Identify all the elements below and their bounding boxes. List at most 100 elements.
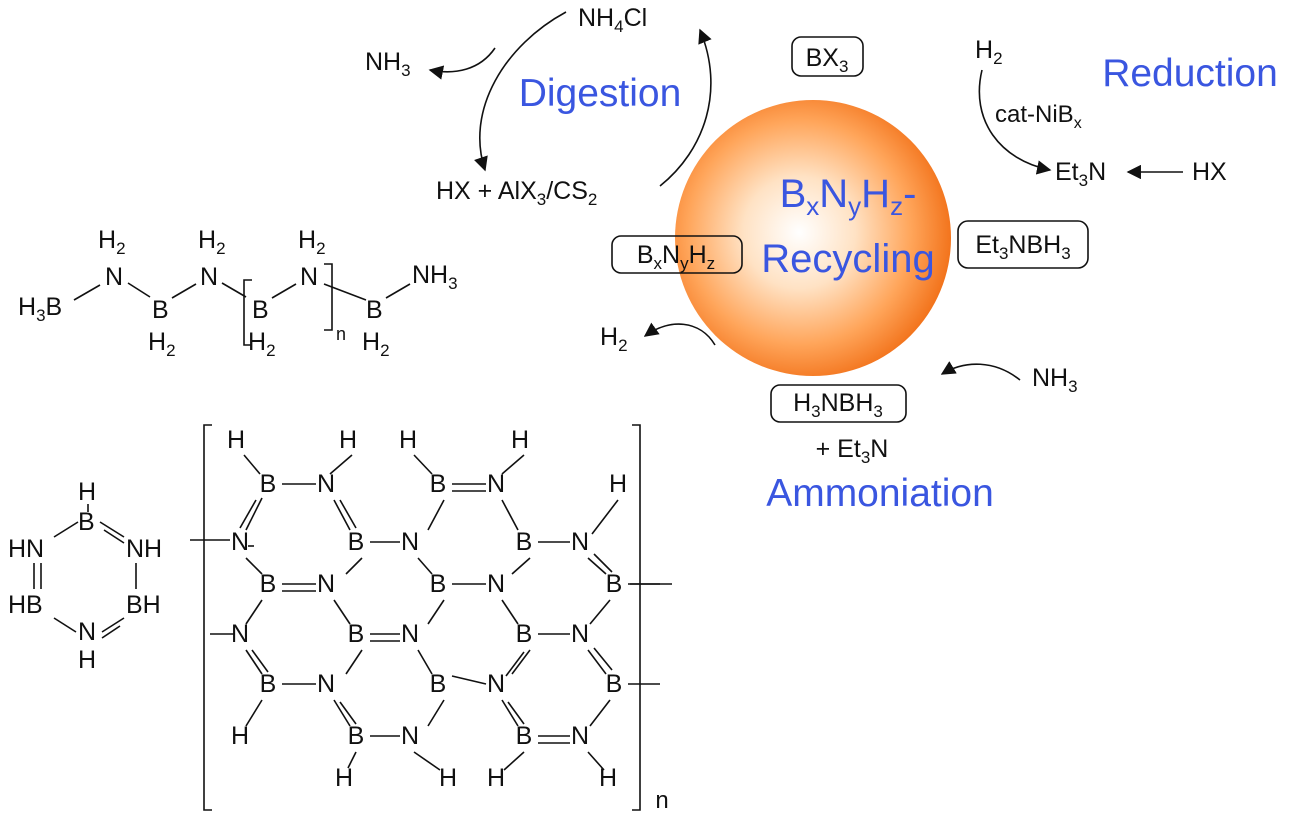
sheet-atom-10: N — [231, 528, 249, 556]
sheet-bracket-right — [632, 424, 641, 811]
sheet-atom-28: N — [487, 670, 505, 698]
borazine-hn: HN — [8, 535, 44, 563]
sheet-atom-16: N — [317, 570, 335, 598]
sheet-atom-23: B — [516, 620, 533, 648]
sheet-bond-40 — [511, 649, 531, 675]
species-nh3-right: NH3 — [1032, 364, 1078, 396]
borazine-bond-2a — [99, 521, 125, 538]
sheet-atom-26: N — [317, 670, 335, 698]
sheet-atom-4: H — [511, 426, 529, 454]
chain-n2: N — [200, 263, 218, 291]
sheet-bond-41 — [505, 651, 525, 677]
species-nh4cl: NH4Cl — [578, 4, 647, 36]
sheet-bond-42 — [587, 649, 607, 675]
box-et3nbh3-text: Et3NBH3 — [975, 231, 1070, 263]
sheet-atom-11: B — [348, 528, 365, 556]
species-h2-top: H2 — [975, 36, 1003, 68]
sheet-bond-20 — [511, 557, 531, 575]
sheet-bond-37 — [251, 649, 269, 673]
species-nh3-left: NH3 — [365, 48, 411, 80]
chain-n1-h2: H2 — [98, 226, 126, 258]
sheet-atom-37: H — [487, 764, 505, 792]
borazine-top-b: B — [78, 508, 95, 536]
aminoborane-chain: H3B H2 N B H2 H2 N B H2 H2 N n B H2 NH3 — [18, 226, 458, 360]
sheet-atom-7: N — [317, 470, 335, 498]
sheet-bond-19 — [417, 557, 433, 575]
chain-b1-h2: H2 — [148, 328, 176, 360]
sheet-bond-30 — [501, 599, 519, 625]
sheet-atom-8: B — [430, 470, 447, 498]
sheet-bond-48 — [333, 699, 351, 727]
sheet-atom-29: B — [606, 670, 623, 698]
sheet-atom-22: N — [401, 620, 419, 648]
sheet-bond-39 — [417, 649, 433, 675]
sheet-atom-5: H — [609, 470, 627, 498]
box-bx3-frame — [791, 36, 864, 77]
sheet-atom-19: B — [606, 570, 623, 598]
borazine-bottom-h: H — [78, 646, 96, 674]
arrow-nh3-in — [940, 361, 1021, 381]
species-cat-nibx: cat-NiBx — [995, 101, 1082, 132]
borazine-nh: NH — [126, 535, 162, 563]
chain-bond-3 — [171, 283, 197, 299]
borazine-bottom-n: N — [78, 618, 96, 646]
sheet-atom-35: H — [335, 764, 353, 792]
box-bxnyhz-text: BxNyHz — [637, 241, 715, 273]
sheet-atom-3: H — [399, 426, 417, 454]
chain-n3: N — [300, 263, 318, 291]
species-h2-left: H2 — [600, 323, 628, 355]
sheet-bond-9 — [239, 499, 257, 529]
species-plus-et3n: + Et3N — [816, 435, 889, 467]
sheet-bond-58 — [413, 751, 441, 771]
species-et3n: Et3N — [1055, 158, 1106, 190]
chain-b1: B — [152, 296, 169, 324]
chain-bond-2 — [127, 282, 151, 298]
recycling-sphere — [675, 100, 951, 376]
sheet-atom-27: B — [430, 670, 447, 698]
chain-h3b: H3B — [18, 293, 62, 325]
borazine-bond-6b — [101, 625, 121, 639]
sheet-atom-38: H — [599, 764, 617, 792]
sheet-bond-52 — [507, 701, 525, 725]
sheet-bond-53 — [589, 699, 611, 727]
sheet-atom-36: H — [439, 764, 457, 792]
arrow-nh4cl-to-hx — [474, 11, 567, 172]
sheet-atom-14: N — [571, 528, 589, 556]
species-hx-right: HX — [1192, 158, 1227, 186]
sheet-bond-57 — [347, 751, 357, 769]
sheet-bond-11 — [339, 499, 357, 529]
sheet-bond-49 — [339, 701, 357, 725]
sheet-atom-0: n — [655, 787, 668, 814]
chain-b2: B — [252, 296, 269, 324]
sheet-bond-22 — [593, 553, 613, 573]
sheet-bond-13 — [501, 499, 519, 531]
box-bxnyhz-frame — [611, 235, 743, 274]
sheet-bond-43 — [593, 647, 613, 671]
arrow-release-h2 — [643, 322, 716, 346]
sheet-atom-12: N — [401, 528, 419, 556]
sheet-atom-20: N — [231, 620, 249, 648]
sheet-bracket-left — [203, 424, 212, 811]
borazine-hb: HB — [8, 591, 43, 619]
borazine-bh: BH — [126, 591, 161, 619]
borazine-bond-1 — [53, 521, 79, 538]
chain-n3-h2: H2 — [298, 226, 326, 258]
chain-nh3: NH3 — [412, 261, 458, 293]
sheet-bond-47 — [245, 699, 263, 727]
sheet-bond-1 — [329, 454, 353, 475]
sheet-atom-18: N — [487, 570, 505, 598]
chain-bond-7 — [385, 283, 411, 299]
chain-bracket-right — [324, 263, 333, 331]
sheet-bond-29 — [427, 599, 445, 625]
borazine-bond-5a — [53, 617, 77, 633]
sheet-bond-0 — [243, 454, 261, 475]
chain-n1: N — [105, 263, 123, 291]
sheet-bond-3 — [501, 454, 525, 475]
chain-b3: B — [366, 296, 383, 324]
chain-n2-h2: H2 — [198, 226, 226, 258]
arrow-release-nh3 — [428, 47, 496, 80]
sheet-bond-31 — [589, 599, 611, 625]
sheet-atom-31: B — [348, 722, 365, 750]
chain-b2-h2: H2 — [248, 328, 276, 360]
